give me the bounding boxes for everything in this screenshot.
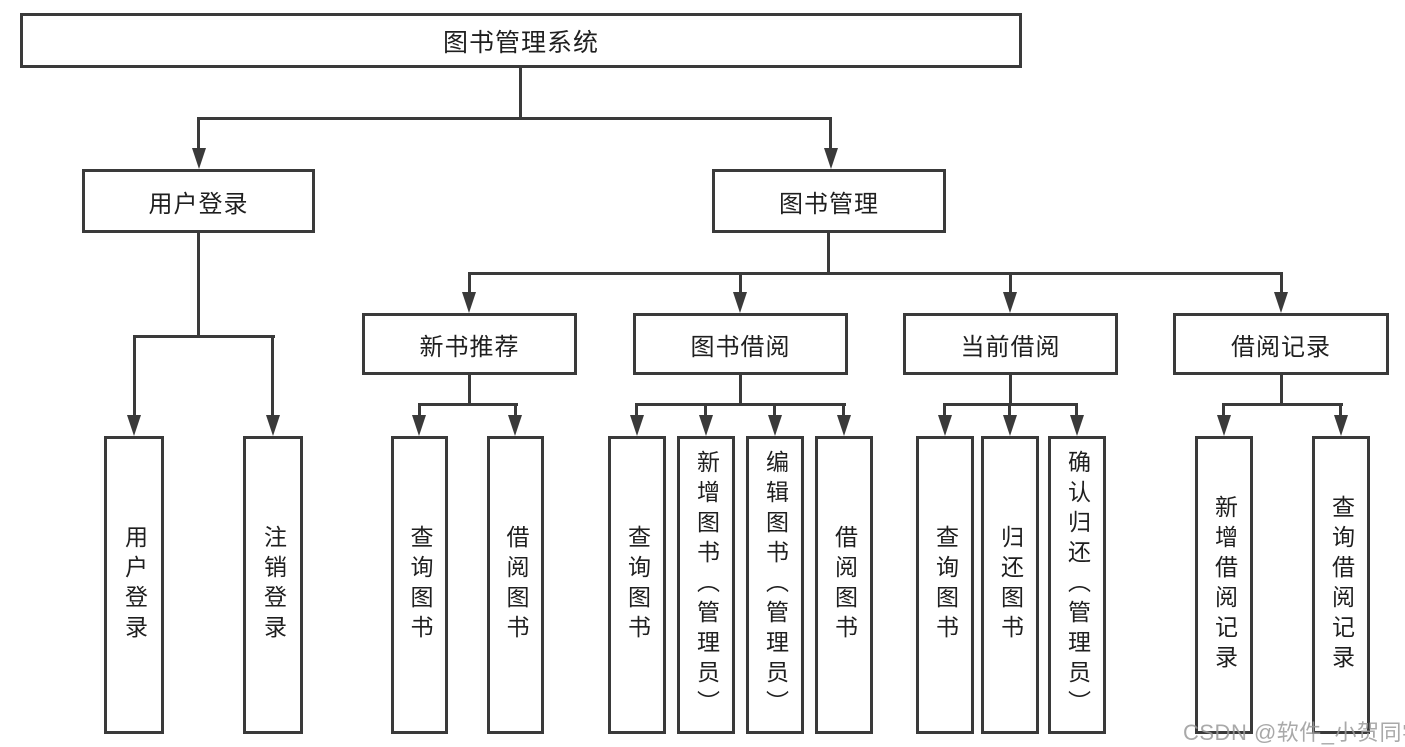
connector-line xyxy=(635,403,638,421)
node-leaf-user-login: 用户登录 xyxy=(104,436,164,734)
arrow-down-icon xyxy=(1003,415,1017,436)
arrow-down-icon xyxy=(412,415,426,436)
connector-line xyxy=(468,375,471,406)
connector-line xyxy=(827,233,830,275)
leaf-label: 确认归还（管理员） xyxy=(1064,450,1091,720)
connector-line xyxy=(1280,272,1283,298)
node-leaf-add-borrowing-record: 新增借阅记录 xyxy=(1195,436,1253,734)
arrow-down-icon xyxy=(630,415,644,436)
arrow-down-icon xyxy=(733,292,747,313)
leaf-label: 借阅图书 xyxy=(503,525,529,645)
node-leaf-logout: 注销登录 xyxy=(243,436,303,734)
arrow-down-icon xyxy=(1003,292,1017,313)
node-user-login: 用户登录 xyxy=(82,169,315,233)
connector-line xyxy=(773,403,776,421)
connector-line xyxy=(1075,403,1078,421)
node-new-book-recommendation: 新书推荐 xyxy=(362,313,577,375)
node-borrowing-records: 借阅记录 xyxy=(1173,313,1389,375)
leaf-label: 编辑图书（管理员） xyxy=(762,450,789,720)
connector-line xyxy=(943,403,946,421)
arrow-down-icon xyxy=(699,415,713,436)
arrow-down-icon xyxy=(192,148,206,169)
connector-line xyxy=(197,233,200,338)
connector-line xyxy=(271,335,274,421)
arrow-down-icon xyxy=(127,415,141,436)
node-library-management-system: 图书管理系统 xyxy=(20,13,1022,68)
leaf-label: 注销登录 xyxy=(260,525,287,645)
connector-line xyxy=(739,375,742,406)
leaf-label: 用户登录 xyxy=(121,525,148,645)
arrow-down-icon xyxy=(1274,292,1288,313)
connector-line xyxy=(418,403,518,406)
arrow-down-icon xyxy=(462,292,476,313)
arrow-down-icon xyxy=(768,415,782,436)
leaf-label: 查询图书 xyxy=(407,525,433,645)
connector-line xyxy=(944,403,1078,406)
node-book-management: 图书管理 xyxy=(712,169,946,233)
connector-line xyxy=(1339,403,1342,421)
arrow-down-icon xyxy=(1070,415,1084,436)
connector-line xyxy=(514,403,517,421)
node-leaf-query-books-2: 查询图书 xyxy=(608,436,666,734)
leaf-label: 新增借阅记录 xyxy=(1211,495,1238,675)
leaf-label: 查询借阅记录 xyxy=(1328,495,1355,675)
leaf-label: 新增图书（管理员） xyxy=(693,450,720,720)
leaf-label: 归还图书 xyxy=(997,525,1024,645)
leaf-label: 借阅图书 xyxy=(831,525,858,645)
arrow-down-icon xyxy=(266,415,280,436)
connector-line xyxy=(636,403,846,406)
connector-line xyxy=(739,272,742,298)
connector-line xyxy=(468,272,471,298)
arrow-down-icon xyxy=(1217,415,1231,436)
connector-line xyxy=(704,403,707,421)
connector-line xyxy=(197,117,200,150)
connector-line xyxy=(1009,375,1012,406)
node-leaf-query-books-1: 查询图书 xyxy=(391,436,448,734)
node-leaf-borrow-books-1: 借阅图书 xyxy=(487,436,544,734)
connector-line xyxy=(842,403,845,421)
node-leaf-confirm-return-admin: 确认归还（管理员） xyxy=(1048,436,1106,734)
node-leaf-borrow-books-2: 借阅图书 xyxy=(815,436,873,734)
connector-line xyxy=(133,335,136,421)
arrow-down-icon xyxy=(1334,415,1348,436)
connector-line xyxy=(519,68,522,120)
node-leaf-query-books-3: 查询图书 xyxy=(916,436,974,734)
connector-line xyxy=(1009,272,1012,298)
arrow-down-icon xyxy=(824,148,838,169)
arrow-down-icon xyxy=(837,415,851,436)
arrow-down-icon xyxy=(938,415,952,436)
connector-line xyxy=(133,335,275,338)
watermark-text: CSDN @软件_小贺同学 xyxy=(1183,720,1405,745)
node-leaf-add-books-admin: 新增图书（管理员） xyxy=(677,436,735,734)
connector-line xyxy=(197,117,832,120)
node-current-borrowing: 当前借阅 xyxy=(903,313,1118,375)
node-leaf-edit-books-admin: 编辑图书（管理员） xyxy=(746,436,804,734)
node-leaf-return-books: 归还图书 xyxy=(981,436,1039,734)
connector-line xyxy=(1223,403,1343,406)
node-book-borrowing: 图书借阅 xyxy=(633,313,848,375)
connector-line xyxy=(1280,375,1283,406)
connector-line xyxy=(829,117,832,150)
node-leaf-query-borrowing-record: 查询借阅记录 xyxy=(1312,436,1370,734)
leaf-label: 查询图书 xyxy=(624,525,651,645)
connector-line xyxy=(1008,403,1011,421)
leaf-label: 查询图书 xyxy=(932,525,959,645)
connector-line xyxy=(418,403,421,421)
connector-line xyxy=(468,272,1283,275)
arrow-down-icon xyxy=(508,415,522,436)
connector-line xyxy=(1222,403,1225,421)
